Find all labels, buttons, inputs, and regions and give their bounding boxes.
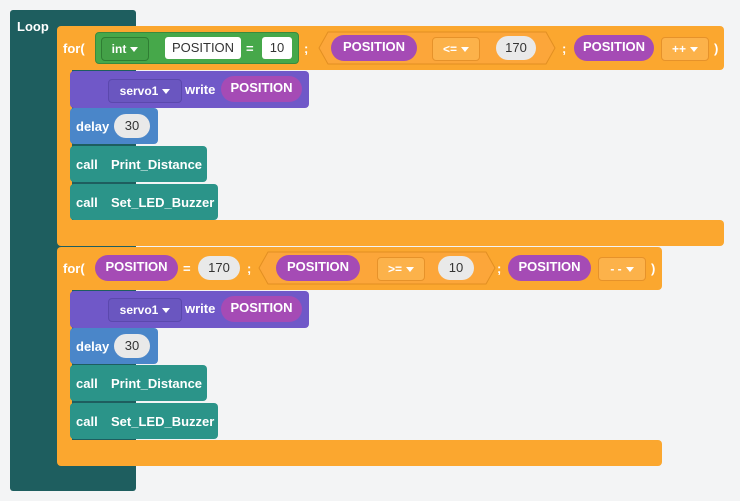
servo-value[interactable]: POSITION	[221, 296, 302, 322]
increment-dropdown[interactable]: ++	[661, 37, 709, 61]
separator: ;	[497, 261, 502, 276]
condition-variable[interactable]: POSITION	[276, 255, 360, 281]
function-name: Set_LED_Buzzer	[111, 414, 215, 429]
for-label: for(	[63, 41, 85, 56]
call-label: call	[76, 414, 98, 429]
call-set-led-buzzer-block[interactable]	[70, 184, 218, 220]
chevron-down-icon	[162, 89, 171, 95]
condition-value[interactable]: 170	[496, 36, 536, 60]
assign-operator: =	[183, 261, 191, 276]
operator-dropdown[interactable]: >=	[377, 257, 425, 281]
delay-value[interactable]: 30	[114, 114, 150, 138]
call-label: call	[76, 157, 98, 172]
increment-variable[interactable]: POSITION	[574, 35, 654, 61]
call-set-led-buzzer-block[interactable]	[70, 403, 218, 439]
separator: ;	[304, 41, 309, 56]
chevron-down-icon	[461, 47, 469, 53]
for-loop-1-footer	[57, 220, 724, 246]
chevron-down-icon	[130, 47, 139, 53]
chevron-down-icon	[162, 308, 171, 314]
call-label: call	[76, 195, 98, 210]
loop-label: Loop	[17, 19, 49, 34]
operator-value: >=	[387, 262, 402, 276]
for-loop-1-spine	[57, 66, 72, 228]
start-value-field[interactable]: 10	[262, 37, 292, 59]
operator-dropdown[interactable]: <=	[432, 37, 480, 61]
call-print-distance-block[interactable]	[70, 365, 207, 401]
operator-value: <=	[442, 42, 457, 56]
chevron-down-icon	[625, 267, 634, 273]
delay-value[interactable]: 30	[114, 334, 150, 358]
decrement-value: - -	[610, 262, 622, 276]
decrement-variable[interactable]: POSITION	[508, 255, 591, 281]
servo-name: servo1	[119, 303, 159, 317]
servo-dropdown[interactable]: servo1	[108, 79, 182, 103]
call-print-distance-block[interactable]	[70, 146, 207, 182]
type-dropdown[interactable]: int	[101, 37, 149, 61]
close-paren: )	[714, 41, 719, 56]
servo-value[interactable]: POSITION	[221, 76, 302, 102]
start-value[interactable]: 170	[198, 256, 240, 280]
increment-value: ++	[671, 42, 686, 56]
function-name: Print_Distance	[111, 376, 203, 391]
servo-name: servo1	[119, 84, 159, 98]
for-loop-2-spine	[57, 286, 72, 448]
servo-write-label: write	[185, 82, 216, 97]
servo-dropdown[interactable]: servo1	[108, 298, 182, 322]
condition-variable[interactable]: POSITION	[331, 35, 417, 61]
loop-variable[interactable]: POSITION	[95, 255, 178, 281]
call-label: call	[76, 376, 98, 391]
separator: ;	[562, 41, 567, 56]
assign-operator: =	[246, 41, 254, 56]
function-name: Set_LED_Buzzer	[111, 195, 215, 210]
for-label: for(	[63, 261, 85, 276]
separator: ;	[247, 261, 252, 276]
delay-label: delay	[76, 339, 110, 354]
close-paren: )	[651, 261, 656, 276]
delay-label: delay	[76, 119, 110, 134]
for-loop-2-footer	[57, 440, 662, 466]
function-name: Print_Distance	[111, 157, 203, 172]
type-value: int	[111, 42, 127, 56]
chevron-down-icon	[690, 47, 698, 53]
variable-name-field[interactable]: POSITION	[165, 37, 241, 59]
decrement-dropdown[interactable]: - -	[598, 257, 646, 281]
chevron-down-icon	[406, 267, 414, 273]
condition-value[interactable]: 10	[438, 256, 474, 280]
servo-write-label: write	[185, 301, 216, 316]
